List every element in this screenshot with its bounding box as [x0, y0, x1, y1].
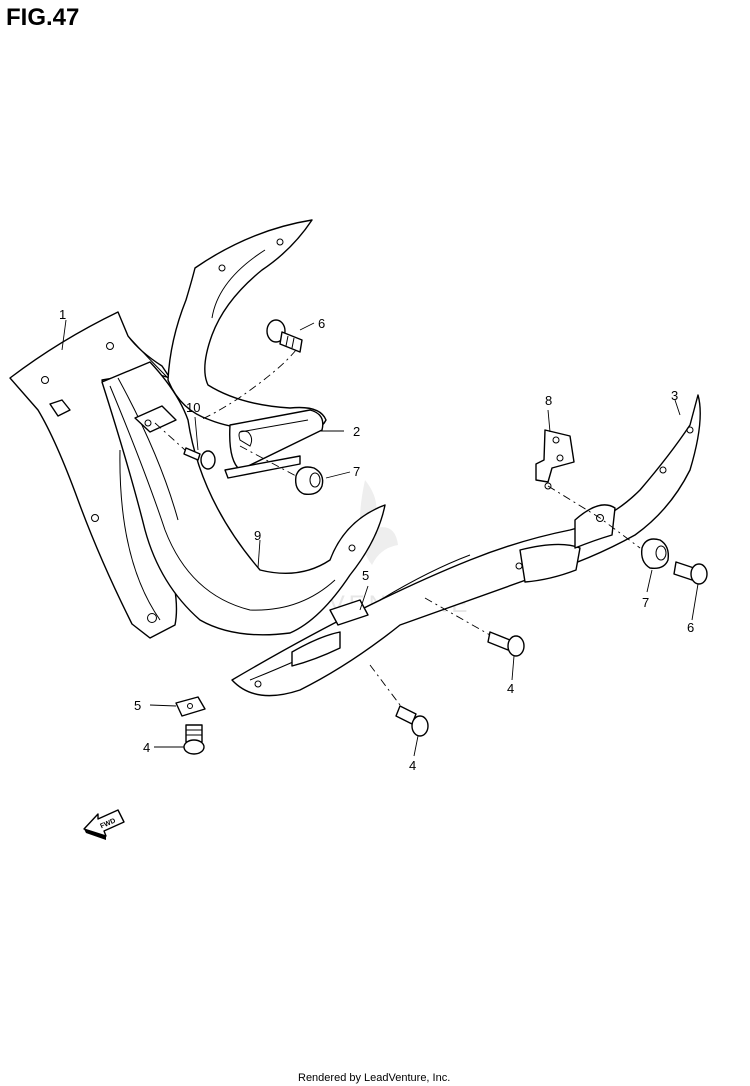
figure-title: FIG.47: [6, 4, 80, 31]
callout-5-center: 5: [362, 568, 369, 583]
part-7-upper-bushing: [238, 430, 324, 496]
leader-lines: [61, 319, 699, 757]
callout-2: 2: [353, 424, 360, 439]
fwd-arrow-icon: FWD: [83, 809, 125, 840]
part-7-right-bushing: [640, 538, 670, 570]
part-6-right-bolt: [673, 561, 708, 585]
callout-3: 3: [671, 388, 678, 403]
callout-9: 9: [254, 528, 261, 543]
callout-6-upper: 6: [318, 316, 325, 331]
callout-7-right: 7: [642, 595, 649, 610]
callout-4-left: 4: [143, 740, 150, 755]
callout-6-right: 6: [687, 620, 694, 635]
part-5-clip-left: [175, 696, 206, 717]
part-4-screw-lower: [395, 705, 429, 737]
assembly-lines: [154, 349, 641, 706]
callout-5-left: 5: [134, 698, 141, 713]
part-3-lower-cowl: [231, 394, 701, 697]
upper-trim-frame: [167, 219, 327, 433]
callout-4-lower: 4: [409, 758, 416, 773]
part-9-inner-shield: [101, 361, 386, 636]
callout-4-right: 4: [507, 681, 514, 696]
part-4-screw-left: [183, 724, 205, 755]
part-2-cover: [224, 409, 324, 479]
callout-1: 1: [59, 307, 66, 322]
part-4-screw-right: [487, 631, 525, 657]
bracket-left: [134, 405, 177, 433]
part-6-upper-bolt: [266, 319, 303, 353]
callouts: 1 2 3 4 4 4 5 5 6 6 7 7 8 9 10: [59, 307, 694, 773]
callout-10: 10: [186, 400, 200, 415]
footer-text: Rendered by LeadVenture, Inc.: [298, 1072, 450, 1084]
callout-7-upper: 7: [353, 464, 360, 479]
part-10-screw: [183, 447, 216, 470]
part-8-bracket: [535, 429, 575, 490]
callout-8: 8: [545, 393, 552, 408]
